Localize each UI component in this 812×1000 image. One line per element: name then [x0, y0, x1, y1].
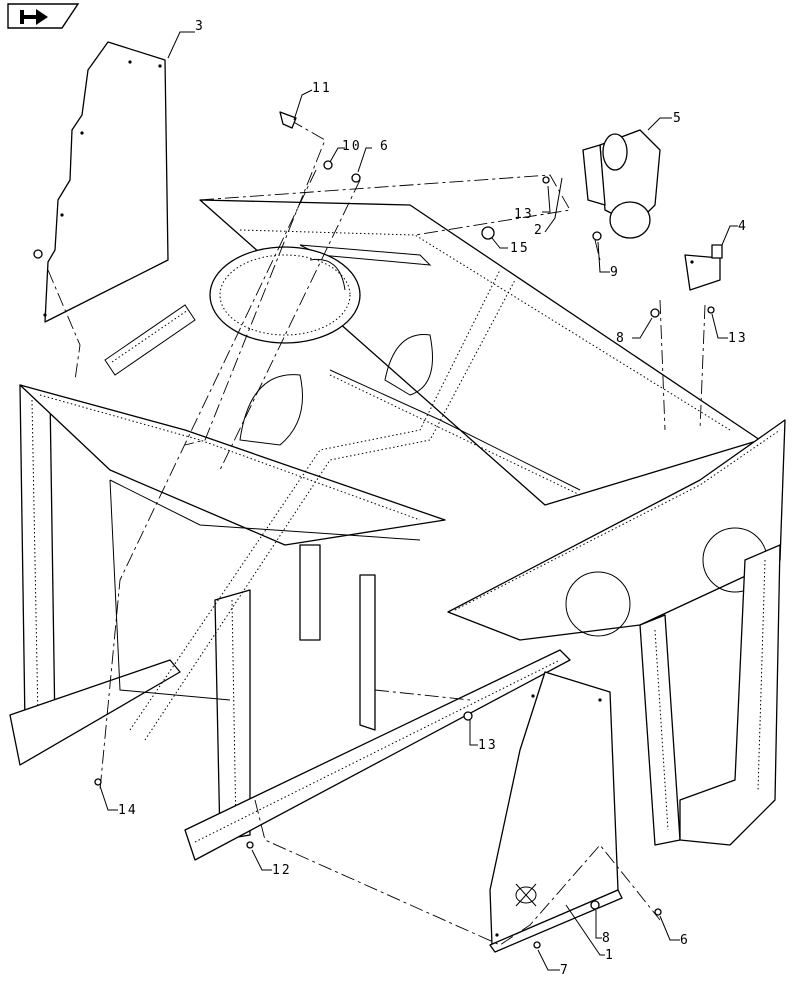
callout-9: 9 [610, 265, 620, 280]
next-page-button[interactable] [7, 3, 80, 29]
phantom-lines [47, 119, 706, 946]
callout-7: 7 [560, 963, 570, 978]
callout-4: 4 [738, 219, 748, 234]
part-4-small-bracket [684, 244, 723, 291]
callout-8-lower: 8 [602, 931, 612, 946]
part-1-shield-panel [489, 671, 623, 953]
leader-lines [99, 31, 738, 971]
next-page-arrow-icon [20, 9, 48, 25]
callout-2: 2 [534, 223, 544, 238]
callout-3: 3 [195, 19, 205, 34]
callout-5: 5 [673, 111, 683, 126]
part-3-left-panel [43, 41, 169, 323]
callout-6-top: 6 [380, 139, 390, 154]
callout-15: 15 [510, 241, 530, 256]
callout-13-top: 13 [514, 207, 534, 222]
callout-14: 14 [118, 803, 138, 818]
callout-8-upper: 8 [616, 331, 626, 346]
callout-10: 10 [342, 139, 362, 154]
part-5-roller-bracket [582, 129, 661, 239]
callout-labels: 3 11 10 6 5 13 2 15 9 4 8 13 13 14 12 8 … [118, 19, 748, 978]
callout-13-lower: 13 [478, 738, 498, 753]
callout-6-lower: 6 [680, 933, 690, 948]
main-frame [9, 199, 786, 861]
callout-1: 1 [605, 948, 615, 963]
callout-12: 12 [272, 863, 292, 878]
callout-11: 11 [312, 81, 332, 96]
fasteners [33, 111, 715, 949]
callout-13-right: 13 [728, 331, 748, 346]
